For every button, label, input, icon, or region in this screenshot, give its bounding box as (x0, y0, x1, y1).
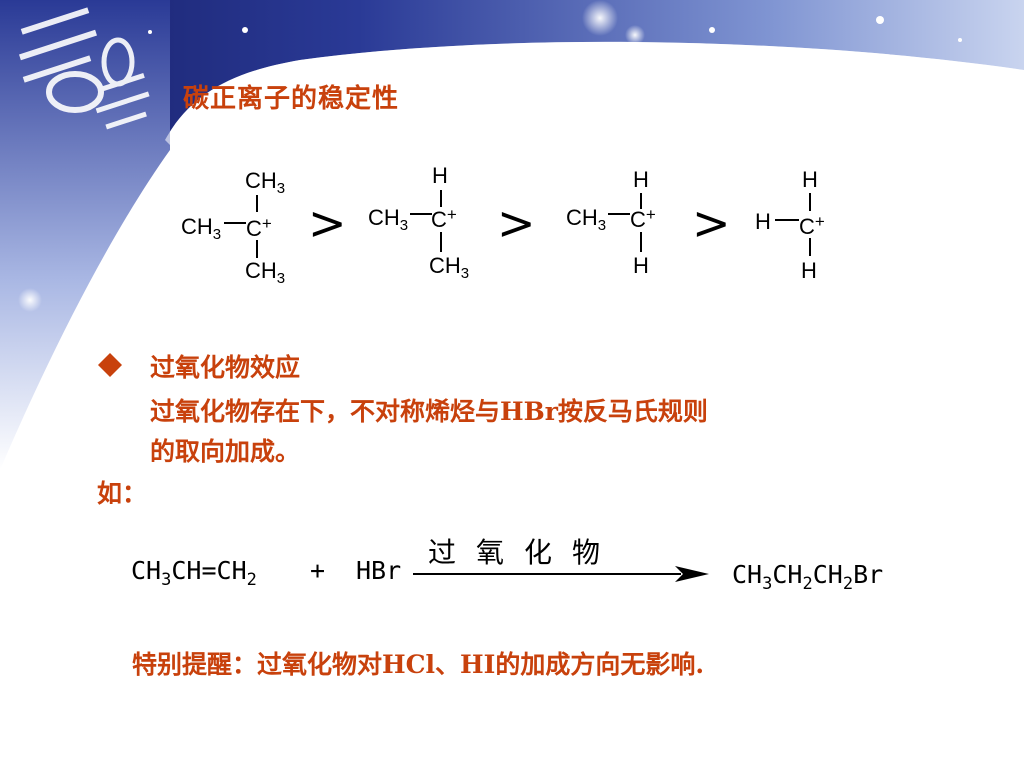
reactant-hbr: HBr (356, 556, 402, 585)
substituent-bottom: H (633, 253, 649, 278)
carbocation-center: C+ (246, 214, 272, 241)
greater-than-symbol: > (692, 196, 731, 250)
slide-title: 碳正离子的稳定性 (183, 84, 400, 114)
carbocation-center: C+ (431, 205, 457, 232)
carbocation-center: C+ (630, 205, 656, 232)
substituent-bottom: CH3 (245, 258, 286, 287)
plus-sign: + (310, 556, 326, 585)
substituent-left: CH3 (566, 205, 607, 234)
example-label: 如： (97, 479, 148, 508)
section-text-line-2: 的取向加成。 (150, 437, 301, 466)
reaction-arrow-icon (413, 566, 709, 582)
substituent-top: H (633, 167, 649, 192)
substituent-left: CH3 (181, 214, 222, 243)
diamond-bullet-icon (98, 353, 122, 377)
reminder-note: 特别提醒：过氧化物对HCl、HI的加成方向无影响. (132, 650, 705, 679)
section-text-line-1: 过氧化物存在下，不对称烯烃与HBr按反马氏规则 (150, 397, 708, 426)
substituent-bottom: CH3 (429, 253, 470, 282)
substituent-left: H (755, 209, 771, 234)
substituent-top: H (432, 163, 448, 188)
greater-than-symbol: > (497, 196, 536, 250)
logo-strokes (19, 7, 150, 130)
substituent-bottom: H (801, 258, 817, 283)
section-heading: 过氧化物效应 (150, 353, 301, 382)
carbocation-center: C+ (799, 212, 825, 239)
substituent-top: H (802, 167, 818, 192)
substituent-left: CH3 (368, 205, 409, 234)
reactant-propene: CH3CH=CH2 (131, 556, 257, 590)
substituent-top: CH3 (245, 168, 286, 197)
greater-than-symbol: > (308, 196, 347, 250)
product-1-bromopropane: CH3CH2CH2Br (732, 560, 884, 594)
reaction-condition: 过氧化物 (428, 536, 621, 569)
